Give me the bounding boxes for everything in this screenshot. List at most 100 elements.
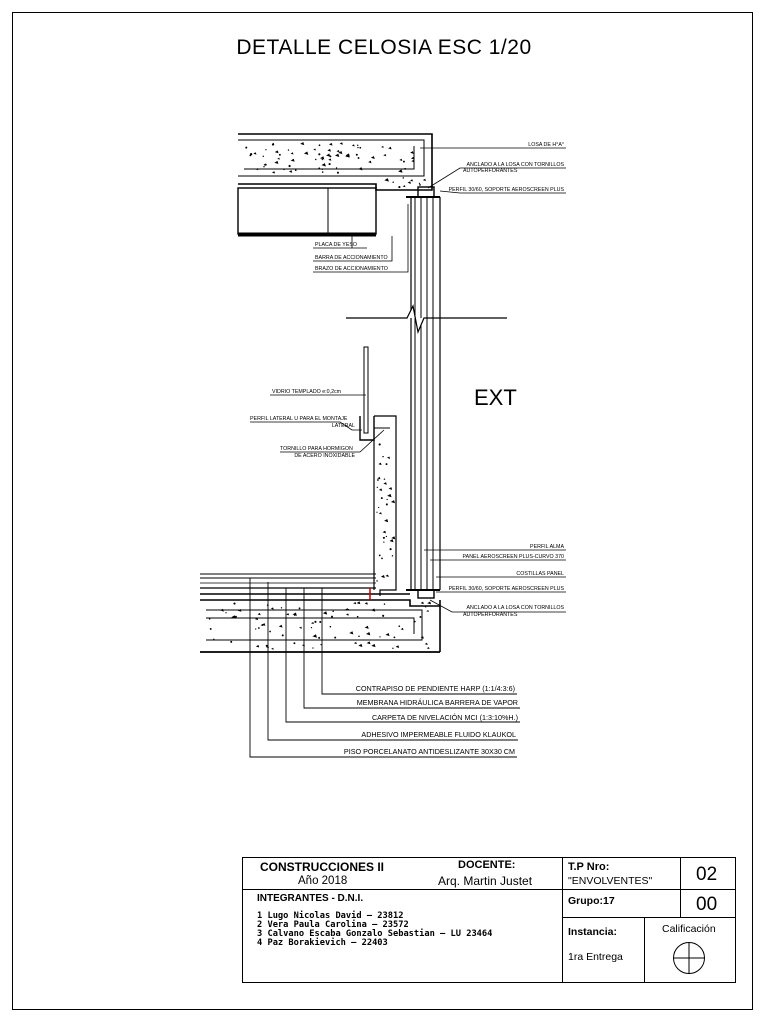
concrete-hatch-mark: [385, 574, 389, 578]
concrete-hatch-mark: [281, 634, 284, 637]
concrete-hatch-mark: [384, 519, 389, 523]
concrete-hatch-mark: [321, 171, 324, 173]
concrete-hatch-mark: [420, 636, 424, 639]
concrete-hatch-mark: [345, 613, 349, 616]
concrete-hatch-mark: [426, 646, 430, 650]
concrete-hatch-mark: [419, 184, 421, 186]
concrete-hatch-mark: [414, 620, 416, 623]
concrete-hatch-mark: [392, 647, 394, 649]
concrete-hatch-mark: [329, 155, 332, 158]
tp-number: 02: [696, 864, 718, 885]
instancia-cell: Instancia: 1ra Entrega: [563, 918, 645, 982]
concrete-hatch-mark: [319, 621, 322, 624]
concrete-hatch-mark: [383, 478, 386, 480]
integrantes-label: INTEGRANTES - D.N.I.: [257, 893, 364, 904]
concrete-hatch-mark: [353, 641, 357, 645]
concrete-hatch-mark: [336, 149, 340, 153]
concrete-hatch-mark: [332, 610, 334, 613]
concrete-hatch-mark: [269, 630, 271, 633]
concrete-hatch-mark: [320, 644, 322, 646]
label-anclado-top-2: AUTOPERFORANTES: [463, 168, 518, 174]
concrete-hatch-mark: [213, 638, 215, 640]
concrete-hatch-mark: [387, 493, 392, 498]
leaders-left: [250, 394, 385, 453]
concrete-hatch-mark: [298, 607, 301, 610]
concrete-hatch-mark: [230, 640, 233, 643]
concrete-hatch-mark: [322, 611, 328, 615]
concrete-hatch-mark: [420, 601, 424, 605]
concrete-hatch-mark: [390, 500, 396, 504]
label-placa-yeso: PLACA DE YESO: [315, 242, 357, 248]
concrete-hatch-mark: [335, 167, 338, 169]
concrete-hatch-mark: [385, 503, 388, 506]
integrantes-cell: INTEGRANTES - D.N.I. 1 Lugo Nicolas Davi…: [243, 890, 563, 982]
concrete-hatch-mark: [336, 171, 339, 174]
concrete-hatch-mark: [318, 167, 321, 169]
concrete-hatch-mark: [329, 625, 332, 628]
label-tornillo-1: TORNILLO PARA HORMIGON: [280, 446, 353, 452]
concrete-hatch-mark: [250, 152, 253, 156]
concrete-hatch-mark: [274, 150, 279, 154]
concrete-hatch-mark: [277, 157, 280, 160]
label-panel-aeroscreen: PANEL AEROSCREEN PLUS-CURVO 370: [463, 554, 565, 560]
label-perfil-alma: PERFIL ALMA: [530, 544, 564, 550]
concrete-hatch-mark: [255, 628, 257, 630]
concrete-hatch-mark: [355, 153, 358, 156]
concrete-hatch-mark: [318, 153, 321, 156]
concrete-hatch-mark: [378, 506, 380, 509]
concrete-hatch-mark: [364, 602, 368, 605]
label-barra-accionamiento: BARRA DE ACCIONAMIENTO: [315, 255, 388, 261]
concrete-hatch-mark: [411, 159, 415, 163]
concrete-hatch-mark: [245, 146, 248, 149]
concrete-hatch-mark: [402, 177, 405, 179]
integrante-3: 3 Calvano Escaba Gonzalo Sebastian — LU …: [257, 929, 493, 939]
label-perfil-u-1: PERFIL LATERAL U PARA EL MONTAJE: [250, 416, 348, 422]
concrete-hatch-mark: [345, 608, 349, 611]
leaders-top-left: [313, 204, 409, 273]
concrete-hatch-mark: [339, 142, 343, 145]
concrete-hatch-mark: [334, 153, 340, 157]
instancia-value: 1ra Entrega: [568, 951, 623, 963]
concrete-hatch-mark: [378, 512, 382, 515]
grupo-cell: Grupo:17: [563, 890, 681, 918]
concrete-hatch-mark: [255, 644, 260, 648]
concrete-hatch-mark: [286, 613, 290, 616]
concrete-hatch-mark: [379, 636, 381, 638]
concrete-hatch-mark: [349, 631, 354, 635]
concrete-hatch-mark: [231, 615, 236, 619]
drawing-title: DETALLE CELOSIA ESC 1/20: [236, 36, 532, 59]
concrete-hatch-mark: [383, 153, 387, 157]
lower-slab: [200, 573, 441, 653]
label-anclado-top-1: ANCLADO A LA LOSA CON TORNILLOS: [466, 162, 564, 168]
concrete-hatch-mark: [261, 623, 266, 626]
label-brazo-accionamiento: BRAZO DE ACCIONAMIENTO: [315, 266, 388, 272]
concrete-hatch-mark: [404, 167, 407, 170]
label-perfil-soporte-top: PERFIL 30/60, SOPORTE AEROSCREEN PLUS: [449, 187, 565, 193]
concrete-hatch-mark: [270, 607, 274, 610]
concrete-hatch-mark: [383, 541, 385, 543]
concrete-hatch-mark: [299, 626, 302, 629]
concrete-hatch-mark: [371, 643, 376, 648]
concrete-hatch-mark: [294, 169, 297, 172]
concrete-hatch-mark: [209, 627, 212, 630]
concrete-hatch-mark: [356, 615, 359, 618]
concrete-hatch-mark: [403, 160, 405, 163]
concrete-hatch-mark: [378, 554, 381, 557]
concrete-hatch-mark: [376, 580, 378, 582]
concrete-hatch-mark: [293, 642, 296, 645]
concrete-hatch-mark: [278, 624, 283, 628]
concrete-hatch-mark: [255, 168, 259, 171]
leaders-top-right: [420, 147, 566, 194]
concrete-hatch-mark: [262, 155, 264, 158]
upper-slab: [237, 133, 433, 237]
concrete-hatch-mark: [382, 455, 384, 458]
concrete-hatch-mark: [385, 632, 390, 637]
concrete-hatch-mark: [220, 608, 224, 612]
sheet-number: 00: [696, 894, 718, 915]
concrete-hatch-mark: [365, 632, 371, 636]
concrete-hatch-mark: [208, 618, 211, 620]
concrete-hatch-mark: [358, 167, 363, 171]
concrete-hatch-mark: [381, 557, 383, 560]
concrete-hatch-mark: [237, 609, 242, 612]
concrete-hatch-mark: [257, 627, 260, 629]
